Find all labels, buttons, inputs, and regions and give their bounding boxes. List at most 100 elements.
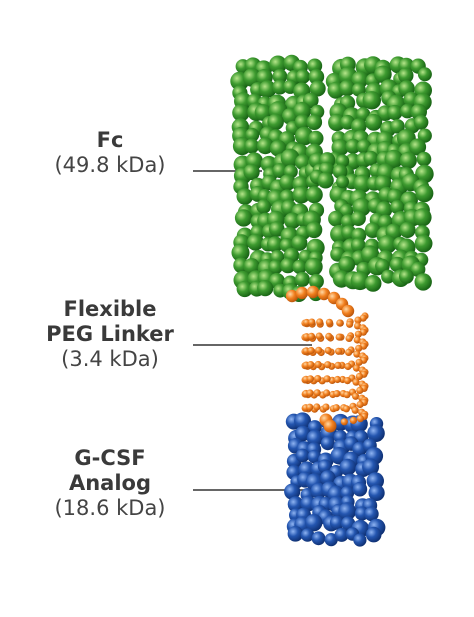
fc-bead [409, 138, 427, 156]
fc-bead [291, 234, 308, 251]
peg-bead [355, 372, 363, 380]
peg-title-line2: PEG Linker [46, 321, 174, 346]
peg-bead [308, 318, 316, 326]
peg-bead [315, 346, 323, 354]
fc-bead [308, 130, 324, 146]
peg-mass: (3.4 kDa) [61, 346, 159, 371]
gcsf-bead [366, 472, 384, 490]
gcsf-bead [311, 531, 326, 546]
fc-bead [375, 258, 390, 274]
fc-bead [374, 65, 392, 84]
fc-bead [272, 79, 288, 95]
fc-bead [351, 237, 366, 253]
fc-bead [279, 174, 296, 191]
fc-label: Fc (49.8 kDa) [20, 128, 200, 178]
fc-bead [384, 149, 404, 169]
peg-bead [354, 322, 362, 330]
fc-bead [309, 80, 326, 97]
fc-bead [305, 221, 323, 239]
fc-bead [365, 113, 383, 131]
fc-mass: (49.8 kDa) [54, 152, 166, 177]
fc-bead [294, 271, 310, 287]
peg-bead [335, 347, 343, 355]
peg-label: Flexible PEG Linker (3.4 kDa) [20, 297, 200, 371]
fc-bead [417, 67, 432, 82]
fc-bead [381, 269, 396, 284]
gcsf-bead [367, 424, 385, 443]
fc-bead [294, 114, 311, 130]
peg-bead [342, 405, 350, 413]
fc-bead [292, 259, 307, 275]
fc-bead [269, 140, 287, 157]
peg-bead [307, 346, 315, 355]
fc-bead [243, 163, 260, 181]
peg-bead [322, 403, 330, 411]
gcsf-bead [324, 533, 338, 547]
fc-bead [350, 210, 366, 226]
fc-bead [345, 138, 361, 154]
fc-bead [328, 113, 346, 132]
gcsf-bead [334, 527, 349, 542]
peg-bead [333, 375, 342, 384]
peg-bead [316, 318, 324, 326]
peg-bead [324, 361, 332, 369]
fc-bead [415, 164, 434, 184]
fc-bead [398, 67, 414, 84]
peg-bead [313, 389, 321, 397]
peg-bead [336, 319, 344, 327]
fc-bead [416, 151, 432, 167]
gcsf-bead [339, 458, 357, 476]
peg-bead [345, 334, 353, 342]
peg-bead [356, 415, 364, 423]
fc-bead [231, 243, 250, 262]
gcsf-bead [320, 436, 335, 451]
peg-bead [306, 375, 314, 383]
fc-bead [284, 212, 301, 230]
fc-bead [338, 256, 356, 273]
gcsf-bead [284, 483, 301, 500]
fc-bead [336, 175, 349, 189]
peg-bead [344, 362, 352, 371]
fc-bead [389, 256, 406, 273]
peg-bead [353, 350, 361, 358]
peg-bead [323, 389, 331, 397]
peg-bead [355, 358, 363, 366]
fc-bead [266, 236, 284, 253]
fc-bead [247, 233, 264, 251]
peg-bead [343, 391, 351, 399]
gcsf-bead [307, 449, 322, 464]
peg-bead [295, 286, 309, 300]
peg-bead [356, 386, 364, 394]
fc-bead [387, 104, 403, 121]
gcsf-analog-domain [284, 412, 386, 547]
fc-bead [308, 69, 325, 85]
gcsf-title-line1: G-CSF [74, 446, 146, 470]
gcsf-mass: (18.6 kDa) [54, 495, 166, 520]
fc-bead [236, 188, 254, 205]
fc-bead [332, 164, 348, 179]
fc-bead [280, 148, 300, 168]
peg-bead [345, 348, 353, 356]
gcsf-bead [365, 526, 382, 543]
peg-bead [332, 404, 340, 412]
fc-bead [317, 172, 334, 189]
peg-bead [306, 403, 314, 411]
peg-bead [354, 330, 362, 338]
peg-bead [306, 389, 314, 397]
fc-bead [414, 273, 432, 291]
peg-bead [333, 390, 341, 398]
gcsf-bead [329, 515, 345, 530]
fc-bead [390, 119, 405, 134]
fc-bead [269, 55, 287, 74]
gcsf-bead [287, 496, 304, 513]
fc-bead [272, 68, 288, 84]
gcsf-title-line2: Analog [68, 470, 152, 495]
gcsf-bead [294, 412, 311, 430]
peg-bead [325, 332, 333, 340]
fc-bead [269, 221, 285, 237]
peg-bead [323, 419, 337, 433]
fc-bead [258, 80, 277, 98]
peg-bead [356, 400, 364, 409]
fc-bead [308, 273, 324, 289]
